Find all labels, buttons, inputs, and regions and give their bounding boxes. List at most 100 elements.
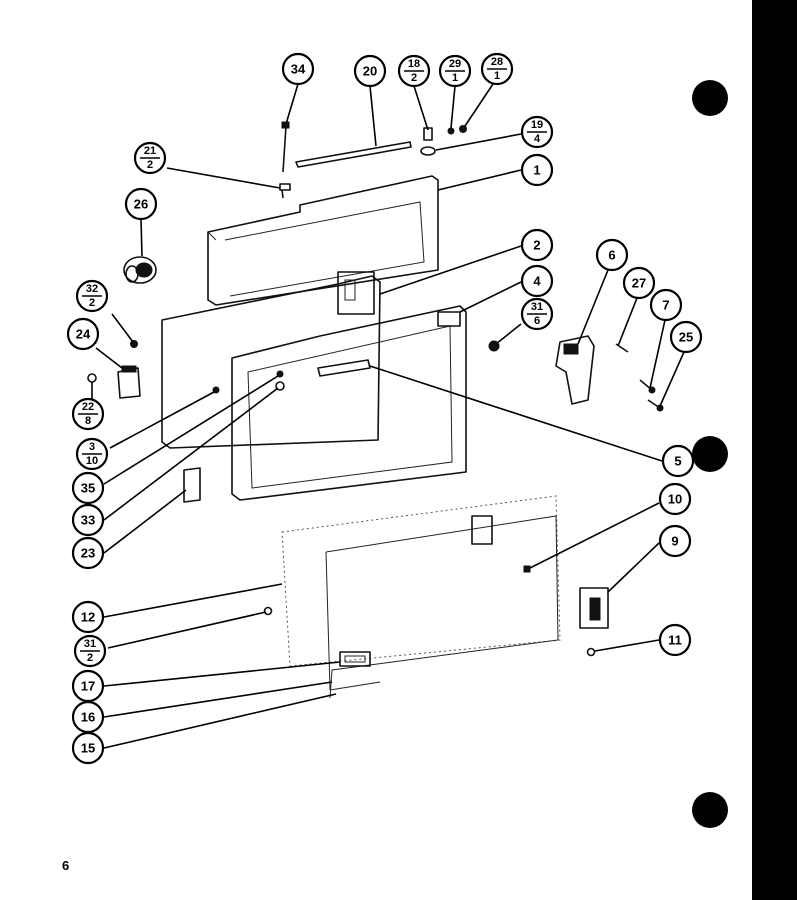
svg-text:2: 2 [411,72,417,84]
callout-29-1: 29 1 [438,54,472,88]
binder-hole-middle [692,436,728,472]
callout-15: 15 [71,731,105,765]
callout-34: 34 [281,52,315,86]
svg-text:23: 23 [81,546,95,561]
part-screw-11 [586,647,596,657]
svg-text:4: 4 [533,274,541,289]
callout-24: 24 [66,317,100,351]
part-frame-4 [231,305,467,501]
svg-text:29: 29 [449,58,461,70]
svg-text:2: 2 [87,652,93,664]
callouts: 34 20 18 2 29 1 28 1 19 4 [66,52,703,765]
part-hinge-6 [555,335,595,405]
svg-text:15: 15 [81,741,95,756]
svg-text:2: 2 [147,159,153,171]
leader-lines [91,83,685,749]
svg-text:34: 34 [291,62,306,77]
callout-4: 4 [520,264,554,298]
callout-1: 1 [520,153,554,187]
svg-text:24: 24 [76,327,91,342]
svg-text:1: 1 [494,70,500,82]
callout-27: 27 [622,266,656,300]
part-lower-panel [281,495,561,699]
page-number: 6 [62,858,70,873]
svg-text:26: 26 [134,197,148,212]
part-screw-34 [281,121,290,173]
callout-32-2: 32 2 [75,279,109,313]
svg-text:20: 20 [363,64,377,79]
callout-9: 9 [658,524,692,558]
svg-text:9: 9 [671,534,678,549]
parts-artwork [87,121,664,699]
svg-text:2: 2 [533,238,540,253]
part-screw-32 [130,340,138,348]
svg-text:3: 3 [89,441,95,453]
part-bracket-24 [117,365,141,399]
svg-text:19: 19 [531,119,543,131]
callout-18-2: 18 2 [397,54,431,88]
svg-text:4: 4 [534,133,541,145]
svg-text:16: 16 [81,710,95,725]
part-rod-20 [295,141,412,168]
svg-text:31: 31 [84,638,96,650]
part-panel-2 [161,271,381,449]
page-edge-bar [752,0,797,900]
callout-35: 35 [71,471,105,505]
svg-text:10: 10 [86,455,98,467]
callout-31-6: 31 6 [520,297,554,331]
binder-hole-top [692,80,728,116]
svg-text:21: 21 [144,145,156,157]
svg-text:17: 17 [81,679,95,694]
part-washer-19 [420,146,436,156]
svg-text:25: 25 [679,330,693,345]
callout-2: 2 [520,228,554,262]
callout-11: 11 [658,623,692,657]
svg-text:18: 18 [408,58,420,70]
part-hardware-3-35-33 [212,370,285,394]
callout-5: 5 [661,444,695,478]
callout-33: 33 [71,503,105,537]
part-small-hardware-18-29-28 [423,125,467,141]
callout-31-2: 31 2 [73,634,107,668]
part-screw-7 [639,379,656,394]
svg-text:8: 8 [85,415,91,427]
callout-26: 26 [124,187,158,221]
svg-text:7: 7 [662,298,669,313]
part-bar-5 [317,359,371,377]
callout-20: 20 [353,54,387,88]
svg-text:2: 2 [89,297,95,309]
svg-text:28: 28 [491,56,503,68]
svg-text:10: 10 [668,492,682,507]
callout-22-8: 22 8 [71,397,105,431]
part-fastener-10 [523,565,531,573]
callout-19-4: 19 4 [520,115,554,149]
part-frame-1 [207,175,439,306]
svg-text:32: 32 [86,283,98,295]
part-clip-21 [279,183,291,199]
callout-12: 12 [71,600,105,634]
callout-6: 6 [595,238,629,272]
callout-28-1: 28 1 [480,52,514,86]
part-latch-9 [579,587,609,629]
callout-25: 25 [669,320,703,354]
part-bracket-23 [183,467,201,503]
part-screw-25 [647,399,664,412]
callout-7: 7 [649,288,683,322]
callout-3-10: 3 10 [75,437,109,471]
svg-text:11: 11 [668,633,682,648]
svg-text:12: 12 [81,610,95,625]
callout-16: 16 [71,700,105,734]
binder-hole-bottom [692,792,728,828]
callout-10: 10 [658,482,692,516]
callout-17: 17 [71,669,105,703]
svg-text:31: 31 [531,301,543,313]
part-handle-17 [339,651,371,667]
part-screw-31-2 [263,606,273,616]
svg-text:1: 1 [452,72,458,84]
svg-text:27: 27 [632,276,646,291]
svg-text:35: 35 [81,481,95,496]
part-knob-26 [123,256,157,284]
svg-text:1: 1 [533,163,540,178]
svg-text:6: 6 [534,315,540,327]
